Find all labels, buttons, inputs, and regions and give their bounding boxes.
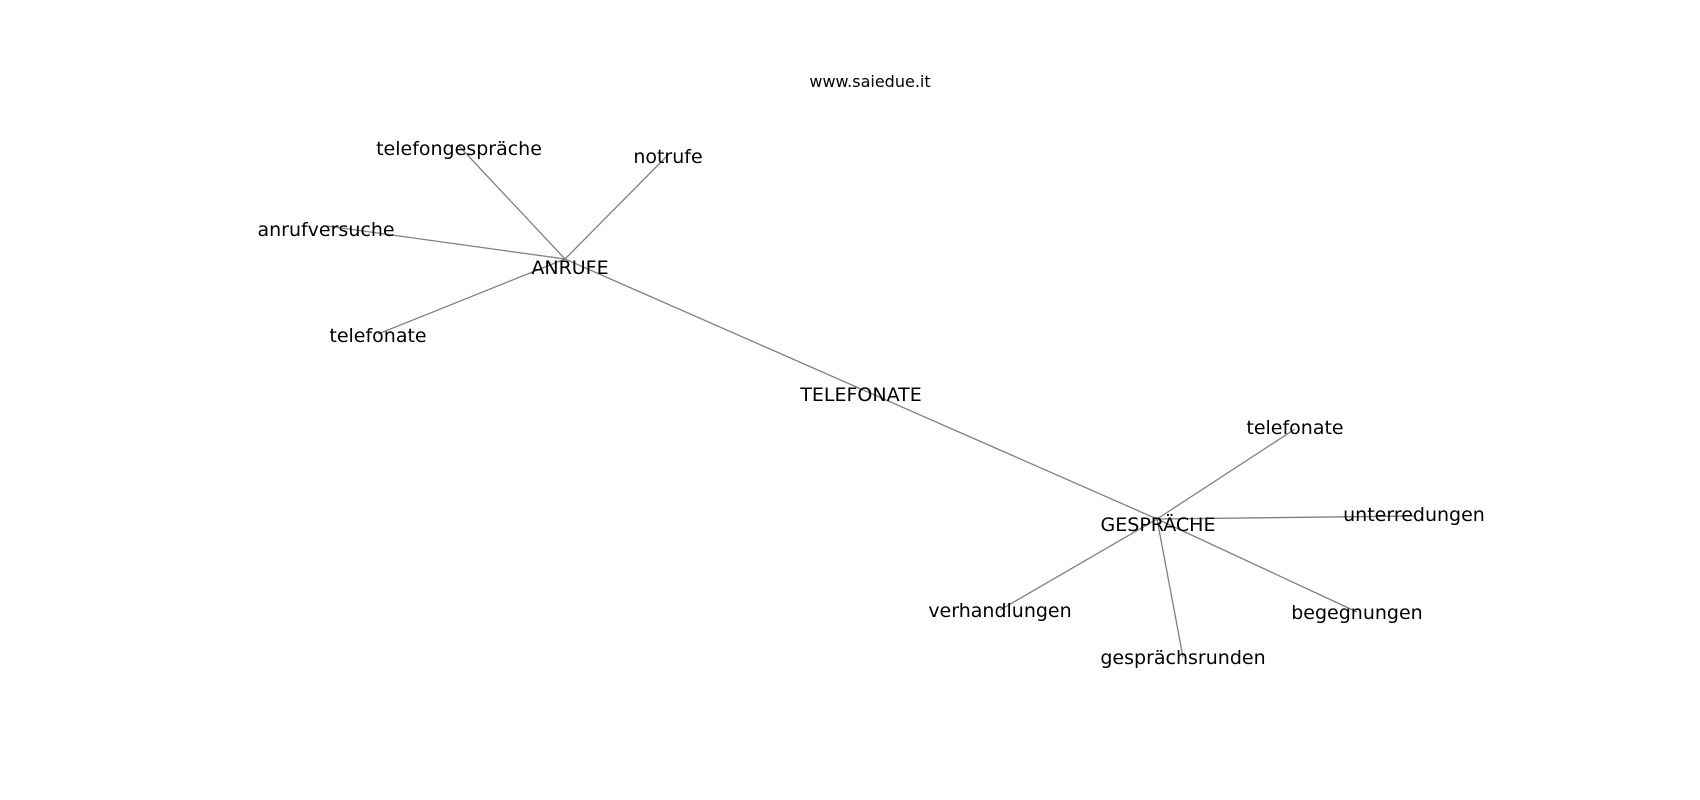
- node-label-begegnungen: begegnungen: [1291, 602, 1422, 624]
- node-label-verhandlungen: verhandlungen: [928, 600, 1071, 622]
- node-label-gesprachsrunden: gesprächsrunden: [1100, 647, 1265, 669]
- edge-gesprache-telefonate_g: [1156, 428, 1296, 520]
- node-label-gesprache: GESPRÄCHE: [1101, 513, 1216, 536]
- edge-gesprache-gesprachsrunden: [1156, 518, 1184, 658]
- edge-anrufe-gesprache: [564, 258, 1158, 520]
- node-label-telefonate_root: TELEFONATE: [799, 384, 921, 406]
- edge-anrufe-notrufe: [564, 154, 669, 260]
- edge-gesprache-verhandlungen: [999, 518, 1158, 611]
- watermark-text: www.saiedue.it: [809, 72, 930, 91]
- node-label-anrufversuche: anrufversuche: [257, 219, 394, 241]
- node-label-telefongesprache: telefongespräche: [376, 138, 542, 160]
- node-label-telefonate_g: telefonate: [1246, 417, 1343, 439]
- edge-anrufe-anrufversuche: [326, 225, 566, 260]
- edge-gesprache-unterredungen: [1156, 515, 1415, 520]
- edge-anrufe-telefonate_a: [377, 258, 566, 335]
- labels-layer: TELEFONATE ANRUFE GESPRÄCHE telefongespräch…: [257, 138, 1484, 669]
- node-label-anrufe: ANRUFE: [531, 257, 608, 279]
- edges-layer: [326, 145, 1415, 658]
- edge-gesprache-begegnungen: [1156, 518, 1358, 613]
- node-label-unterredungen: unterredungen: [1343, 504, 1485, 526]
- edge-anrufe-telefongesprache: [458, 145, 566, 260]
- node-label-notrufe: notrufe: [633, 146, 702, 168]
- node-label-telefonate_a: telefonate: [329, 325, 426, 347]
